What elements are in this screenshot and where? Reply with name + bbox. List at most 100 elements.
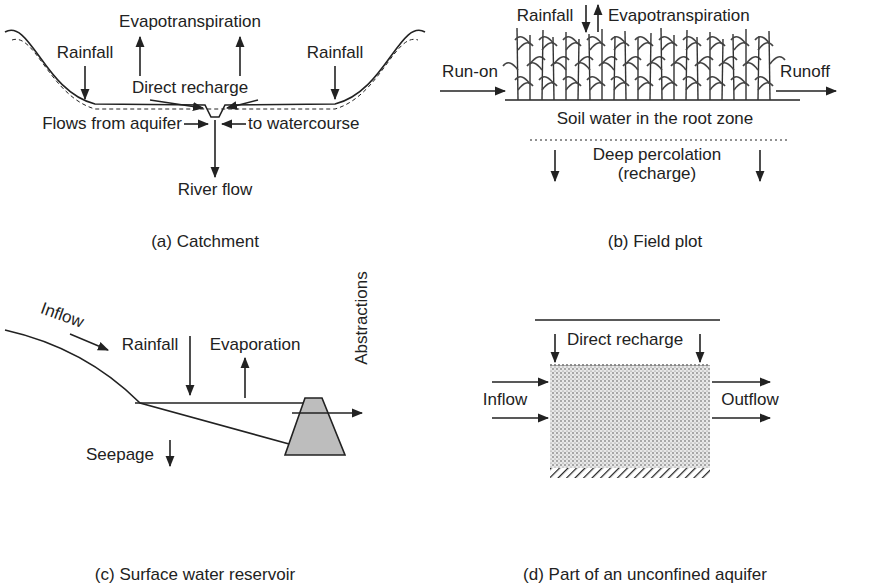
crop-leaf — [707, 37, 722, 44]
crop-leaf — [635, 77, 650, 84]
panel-caption: (a) Catchment — [151, 233, 259, 252]
panel-caption: (b) Field plot — [608, 233, 702, 252]
arrow — [492, 381, 548, 383]
crop-stem — [673, 35, 674, 100]
crop-plants — [503, 28, 785, 100]
aquifer-block — [550, 365, 710, 468]
water-table — [12, 39, 418, 109]
crop-leaf — [734, 43, 749, 50]
flow-label: Evaporation — [210, 336, 301, 355]
flow-label: Evapotranspiration — [608, 7, 750, 26]
arrow — [759, 150, 761, 181]
water-surface — [135, 402, 307, 404]
arrow — [585, 5, 587, 32]
flow-label: Rainfall — [57, 44, 114, 63]
flow-label: Abstractions — [353, 271, 372, 365]
flow-label: Direct recharge — [567, 331, 683, 350]
crop-leaf — [599, 63, 614, 70]
crop-leaf — [731, 77, 746, 84]
crop-leaf — [518, 83, 533, 90]
crop-leaf — [671, 63, 686, 70]
arrow — [169, 440, 171, 466]
crop-stem — [722, 39, 723, 100]
flow-label: Outflow — [721, 391, 779, 410]
crop-leaf — [503, 63, 518, 70]
crop-leaf — [683, 37, 698, 44]
crop-leaf — [542, 83, 557, 90]
crop-leaf — [614, 43, 629, 50]
arrow — [184, 123, 208, 125]
root-zone-base — [530, 139, 790, 140]
flow-label: Deep percolation (recharge) — [582, 146, 732, 183]
crop-leaf — [614, 83, 629, 90]
crop-leaf — [686, 83, 701, 90]
crop-leaf — [590, 43, 605, 50]
crop-stem — [614, 36, 615, 100]
arrow — [597, 5, 599, 32]
crop-leaf — [707, 77, 722, 84]
flow-label: Run-on — [442, 63, 498, 82]
ground-line — [535, 319, 720, 321]
ground-surface — [5, 30, 425, 117]
flow-label: Rainfall — [517, 7, 574, 26]
arrow — [70, 334, 108, 350]
panel-caption: (c) Surface water reservoir — [95, 566, 295, 583]
arrow — [214, 120, 216, 177]
crop-stem — [578, 39, 579, 100]
crop-leaf — [515, 77, 530, 84]
arrow — [334, 66, 336, 99]
crop-leaf — [755, 37, 770, 44]
crop-leaf — [683, 77, 698, 84]
flow-label: to watercourse — [248, 115, 360, 134]
crop-leaf — [635, 37, 650, 44]
flow-label: Inflow — [483, 391, 527, 410]
crop-stem — [625, 31, 626, 100]
panel-caption: (d) Part of an unconfined aquifer — [523, 566, 767, 583]
arrow — [776, 90, 836, 92]
arrow — [150, 100, 203, 108]
crop-stem — [697, 37, 698, 100]
crop-stem — [769, 31, 770, 100]
crop-leaf — [563, 77, 578, 84]
arrow — [239, 37, 241, 76]
crop-leaf — [734, 83, 749, 90]
flow-label: Rainfall — [122, 336, 179, 355]
crop-leaf — [743, 63, 758, 70]
crop-stem — [529, 35, 530, 100]
crop-leaf — [539, 77, 554, 84]
dam — [285, 398, 345, 455]
impermeable-base — [550, 468, 710, 478]
crop-stem — [733, 34, 734, 100]
crop-leaf — [719, 63, 734, 70]
flow-label: Flows from aquifer — [42, 115, 182, 134]
crop-leaf — [695, 63, 710, 70]
crop-leaf — [758, 83, 773, 90]
crop-leaf — [755, 77, 770, 84]
flow-label: Rainfall — [307, 44, 364, 63]
flow-label: Direct recharge — [132, 79, 248, 98]
crop-leaf — [587, 77, 602, 84]
arrow — [139, 37, 141, 76]
crop-leaf — [647, 63, 662, 70]
crop-leaf — [551, 63, 566, 70]
flow-label: Inflow — [38, 300, 86, 333]
arrow — [189, 336, 191, 395]
crop-leaf — [515, 37, 530, 44]
arrow — [492, 417, 548, 419]
crop-leaf — [527, 63, 542, 70]
crop-leaf — [611, 77, 626, 84]
crop-leaf — [539, 37, 554, 44]
crop-leaf — [731, 37, 746, 44]
arrow — [699, 334, 701, 362]
valley-slope — [5, 330, 300, 447]
crop-stem — [758, 36, 759, 100]
crop-leaf — [590, 83, 605, 90]
crop-leaf — [758, 43, 773, 50]
arrow — [227, 100, 258, 108]
arrow — [712, 381, 770, 383]
flow-label: Seepage — [86, 446, 154, 465]
crop-leaf — [542, 43, 557, 50]
arrow — [554, 150, 556, 181]
arrow — [244, 358, 246, 398]
